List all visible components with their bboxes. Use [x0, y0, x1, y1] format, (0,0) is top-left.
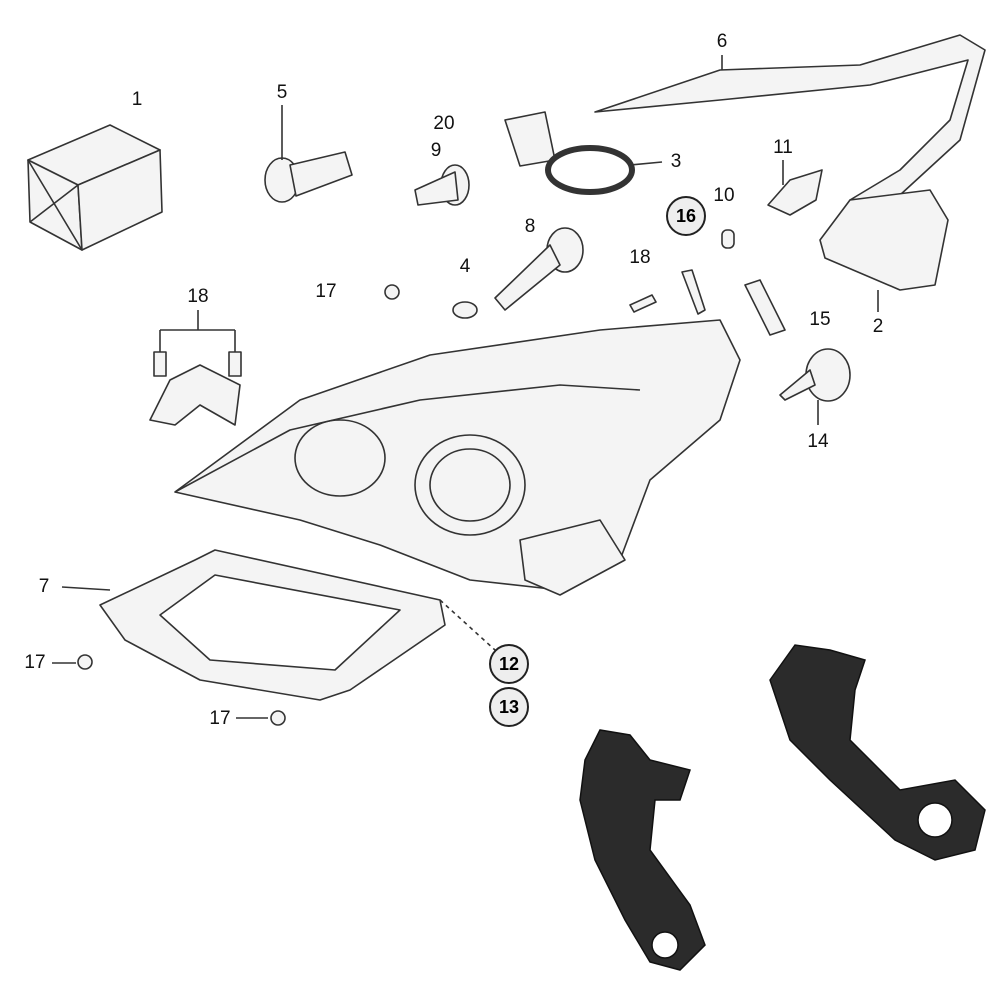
callout-11: 11 — [773, 137, 793, 158]
part-18-screw — [629, 294, 657, 313]
part-1-box — [27, 124, 163, 251]
part-11-socket — [767, 169, 823, 216]
callout-6: 6 — [716, 31, 728, 52]
part-10-bulb — [721, 229, 735, 249]
part-17-screw-left — [77, 654, 93, 670]
callout-9: 9 — [430, 140, 442, 161]
callout-18b: 18 — [187, 286, 209, 307]
part-9-bulb — [414, 111, 556, 206]
part-17-screw-bottom — [270, 710, 286, 726]
callout-3: 3 — [670, 151, 682, 172]
bracket-photo-right — [769, 644, 986, 861]
part-2-cover — [819, 189, 949, 291]
callout-18a: 18 — [629, 247, 651, 268]
part-7-frame — [99, 549, 446, 701]
callout-15: 15 — [809, 309, 831, 330]
callout-5: 5 — [276, 82, 288, 103]
bracket-photo-left — [579, 729, 706, 971]
part-18-bracket-assembly — [149, 310, 242, 426]
callout-10: 10 — [713, 185, 735, 206]
part-6-seal — [594, 34, 986, 201]
part-14-socket — [779, 348, 851, 425]
callout-8: 8 — [524, 216, 536, 237]
callout-2: 2 — [872, 316, 884, 337]
callout-4: 4 — [459, 256, 471, 277]
part-3-ring — [545, 145, 635, 195]
callout-12: 12 — [489, 644, 529, 684]
replacement-bracket-photos — [579, 644, 986, 971]
callout-20: 20 — [433, 113, 455, 134]
callout-14: 14 — [807, 431, 829, 452]
callout-17a: 17 — [315, 281, 337, 302]
part-8-bulb — [494, 227, 584, 311]
callout-16: 16 — [666, 196, 706, 236]
callout-17c: 17 — [209, 708, 231, 729]
callout-17b: 17 — [24, 652, 46, 673]
part-5-socket — [264, 105, 353, 203]
part-16-strap — [681, 269, 706, 315]
part-15-bracket — [744, 279, 786, 336]
headlight-housing — [174, 319, 741, 596]
part-4-clip — [452, 301, 478, 319]
part-17-screw — [384, 284, 400, 300]
callout-7: 7 — [38, 576, 50, 597]
callout-1: 1 — [131, 89, 143, 110]
callout-13: 13 — [489, 687, 529, 727]
